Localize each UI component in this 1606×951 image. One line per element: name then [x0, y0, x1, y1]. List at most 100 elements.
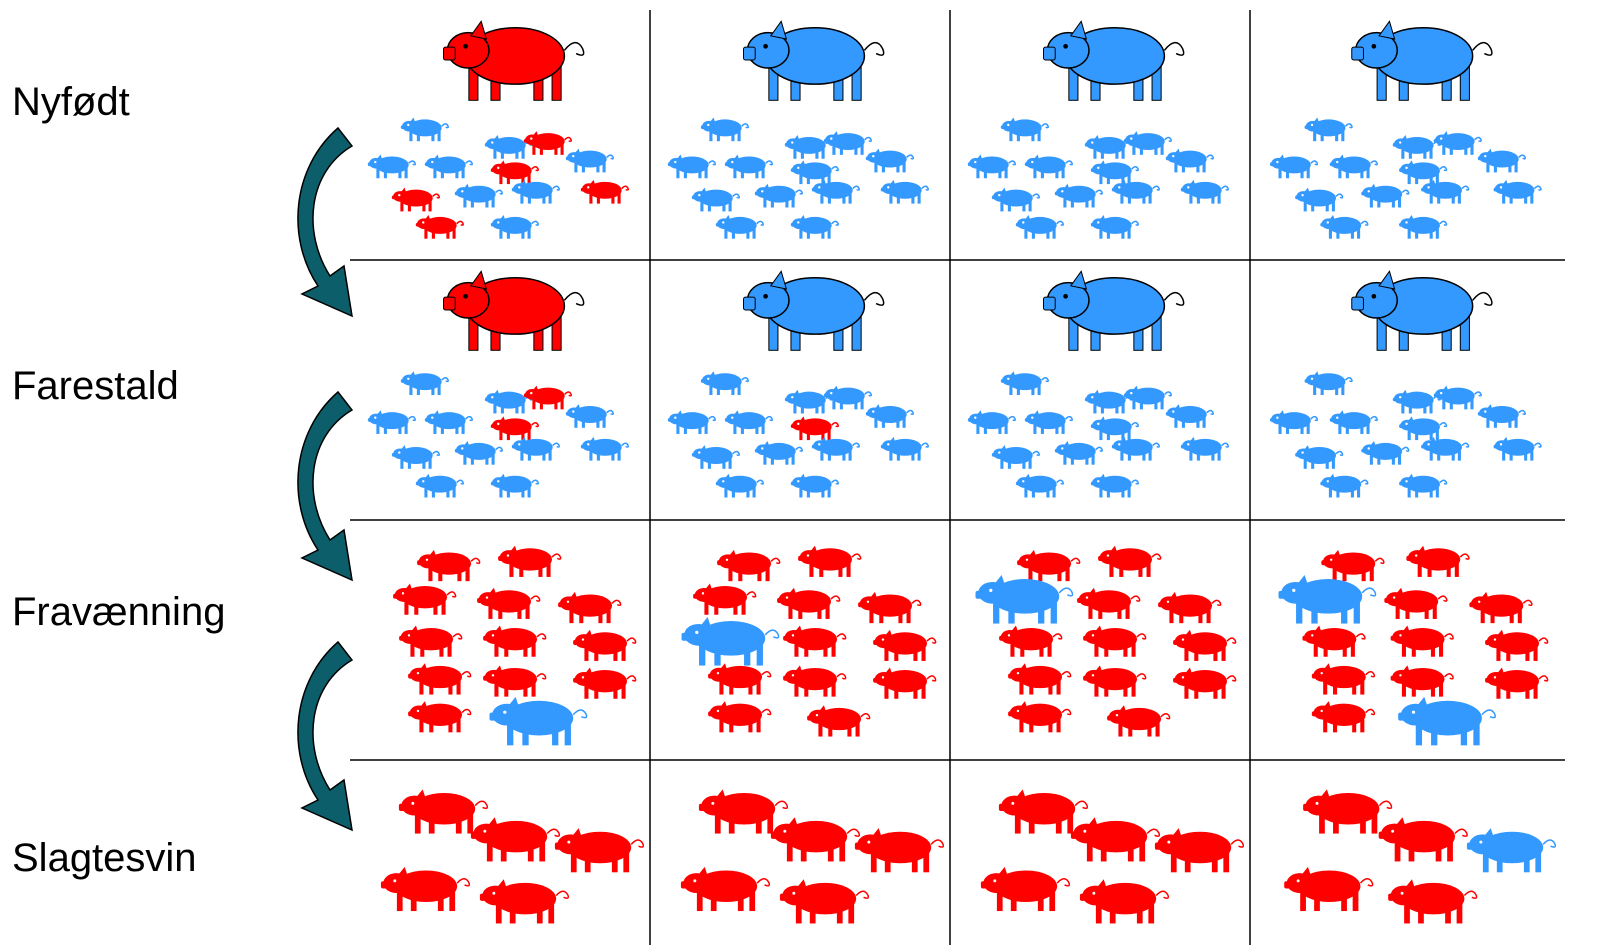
weaner-pig-icon — [483, 625, 546, 656]
curved-arrow-icon — [298, 642, 352, 830]
piglet-icon — [368, 155, 415, 179]
piglet-icon — [1330, 410, 1377, 434]
piglet-icon — [1181, 437, 1228, 461]
weaner-pig-icon — [573, 630, 636, 661]
finisher-pig-icon — [855, 828, 943, 872]
piglet-icon — [1393, 390, 1440, 414]
weaner-pig-icon — [976, 575, 1073, 624]
piglet-icon — [1091, 416, 1138, 440]
piglet-icon — [866, 149, 913, 173]
piglet-icon — [1421, 437, 1468, 461]
piglet-icon — [425, 410, 472, 434]
weaner-pig-icon — [417, 550, 480, 581]
piglet-icon — [1270, 410, 1317, 434]
piglet-icon — [1478, 149, 1525, 173]
weaner-pig-icon — [558, 592, 621, 623]
piglet-icon — [1124, 386, 1171, 410]
piglet-icon — [1421, 180, 1468, 204]
weaner-pig-icon — [1083, 625, 1146, 656]
weaner-pig-icon — [1017, 550, 1080, 581]
weaner-pig-icon — [393, 583, 456, 614]
piglet-icon — [668, 155, 715, 179]
grid-lines — [350, 10, 1565, 945]
piglet-icon — [512, 180, 559, 204]
piglet-icon — [566, 404, 613, 428]
weaner-pig-icon — [1398, 697, 1495, 746]
weaner-pig-icon — [1083, 665, 1146, 696]
finisher-pig-icon — [1284, 867, 1372, 911]
weaner-pig-icon — [1384, 588, 1447, 619]
piglet-icon — [368, 410, 415, 434]
piglet-icon — [725, 410, 772, 434]
finisher-pig-icon — [480, 879, 568, 923]
piglet-icon — [485, 135, 532, 159]
weaner-pig-icon — [1098, 546, 1161, 577]
piglet-icon — [716, 474, 763, 498]
weaner-pig-icon — [798, 546, 861, 577]
piglet-icon — [824, 386, 871, 410]
piglet-icon — [701, 371, 748, 395]
piglet-icon — [1085, 390, 1132, 414]
weaner-pig-icon — [873, 630, 936, 661]
piglet-icon — [1305, 117, 1352, 141]
piglet-icon — [1270, 155, 1317, 179]
weaner-pig-icon — [1107, 705, 1170, 736]
piglet-icon — [1399, 416, 1446, 440]
weaner-pig-icon — [1485, 667, 1548, 698]
weaner-pig-icon — [1279, 575, 1376, 624]
piglet-icon — [755, 184, 802, 208]
weaner-pig-icon — [399, 625, 462, 656]
piglet-icon — [581, 437, 628, 461]
weaner-pig-icon — [1008, 701, 1071, 732]
weaner-pig-icon — [708, 663, 771, 694]
piglet-icon — [725, 155, 772, 179]
curved-arrow-icon — [298, 128, 352, 316]
weaner-pig-icon — [717, 550, 780, 581]
piglet-icon — [1361, 184, 1408, 208]
finisher-pig-icon — [1379, 817, 1467, 861]
weaner-pig-icon — [490, 697, 587, 746]
weaner-pig-icon — [1312, 663, 1375, 694]
finisher-pig-icon — [1071, 817, 1159, 861]
finisher-pig-icon — [681, 867, 769, 911]
piglet-icon — [1091, 474, 1138, 498]
piglet-icon — [491, 474, 538, 498]
piglet-icon — [425, 155, 472, 179]
piglet-icon — [791, 215, 838, 239]
piglet-icon — [968, 410, 1015, 434]
weaner-pig-icon — [477, 588, 540, 619]
piglet-icon — [1330, 155, 1377, 179]
piglet-icon — [1124, 131, 1171, 155]
piglet-icon — [1399, 215, 1446, 239]
piglet-icon — [1295, 188, 1342, 212]
piglet-icon — [791, 160, 838, 184]
piglet-icon — [1295, 445, 1342, 469]
finisher-pig-icon — [699, 789, 787, 833]
piglet-icon — [401, 117, 448, 141]
weaner-pig-icon — [1391, 625, 1454, 656]
weaner-pig-icon — [708, 701, 771, 732]
curved-arrow-icon — [298, 392, 352, 580]
weaner-pig-icon — [1406, 546, 1469, 577]
piglet-icon — [1399, 474, 1446, 498]
piglet-icon — [1055, 441, 1102, 465]
piglet-icon — [512, 437, 559, 461]
finisher-pig-icon — [399, 789, 487, 833]
weaner-pig-icon — [573, 667, 636, 698]
piglet-icon — [1016, 215, 1063, 239]
weaner-pig-icon — [807, 705, 870, 736]
finisher-pig-icon — [981, 867, 1069, 911]
finisher-pig-icon — [1467, 828, 1555, 872]
sow-icon — [444, 21, 584, 100]
finisher-pig-icon — [771, 817, 859, 861]
piglet-icon — [416, 474, 463, 498]
weaner-pig-icon — [408, 663, 471, 694]
piglet-icon — [1181, 180, 1228, 204]
finisher-pig-icon — [1080, 879, 1168, 923]
piglet-icon — [491, 215, 538, 239]
weaner-pig-icon — [783, 665, 846, 696]
sow-icon — [1044, 21, 1184, 100]
pig-figures — [368, 21, 1556, 923]
piglet-icon — [1166, 149, 1213, 173]
weaner-pig-icon — [1312, 701, 1375, 732]
